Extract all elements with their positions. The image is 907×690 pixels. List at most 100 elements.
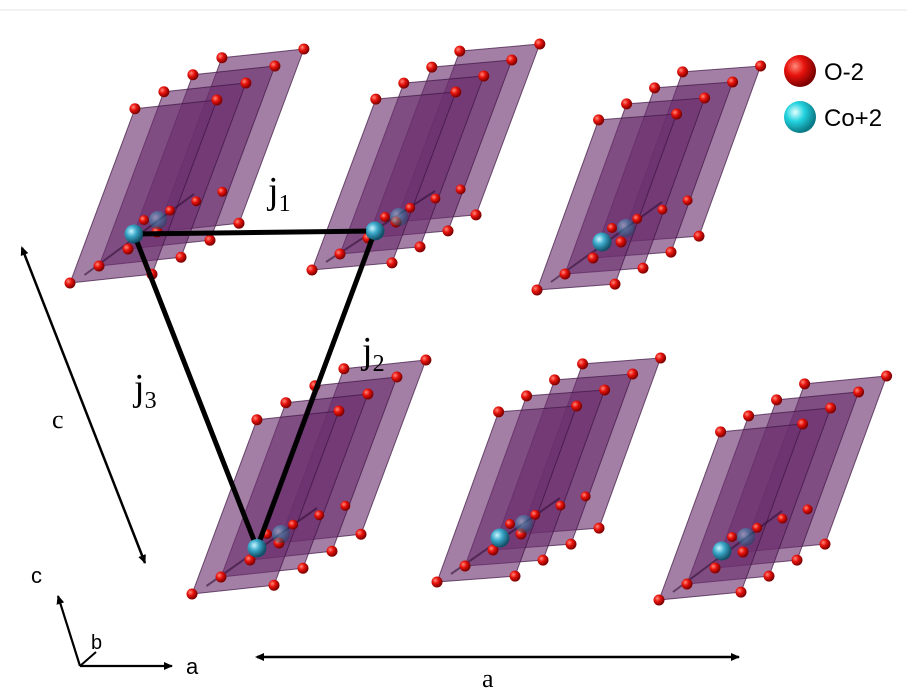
j1-label: j1 <box>266 170 291 217</box>
oxygen-atom <box>715 426 727 438</box>
oxygen-atom <box>326 545 338 557</box>
b-axis-label: b <box>91 632 102 654</box>
a-axis-label: a <box>186 654 199 679</box>
oxygen-atom <box>450 86 462 98</box>
oxygen-atom <box>609 278 621 290</box>
cobalt-atom-j-vertex <box>248 539 266 557</box>
oxygen-atom <box>405 202 416 213</box>
oxygen-atom <box>682 195 693 206</box>
oxygen-atom <box>191 196 202 207</box>
j3-path <box>131 231 260 551</box>
oxygen-atom <box>802 504 813 515</box>
oxygen-atom <box>621 98 633 110</box>
oxygen-atom <box>531 284 543 296</box>
oxygen-atom <box>215 571 227 583</box>
oxygen-atom <box>791 554 803 566</box>
oxygen-atom <box>314 510 325 521</box>
oxygen-atom <box>398 77 410 89</box>
oxygen-atom <box>797 418 809 430</box>
cobalt-atom <box>737 528 755 546</box>
oxygen-atom <box>454 45 466 57</box>
oxygen-atom <box>165 205 176 216</box>
c-dimension-label: c <box>52 405 64 434</box>
legend-cobalt-label: Co+2 <box>824 105 882 132</box>
cobalt-atom <box>390 208 408 226</box>
oxygen-atom <box>530 509 541 520</box>
oxygen-atom <box>414 241 426 253</box>
oxygen-atom <box>64 277 76 289</box>
oxygen-atom <box>122 243 134 255</box>
oxygen-atom <box>727 76 739 88</box>
oxygen-atom <box>777 513 788 524</box>
oxygen-atom <box>743 410 755 422</box>
octahedra-chain <box>64 43 310 289</box>
oxygen-atom <box>442 225 454 237</box>
oxygen-atom <box>268 579 280 591</box>
oxygen-atom <box>430 193 441 204</box>
cobalt-atom <box>272 525 290 543</box>
oxygen-atom <box>306 264 318 276</box>
oxygen-atom <box>280 397 292 409</box>
oxygen-atom <box>580 491 591 502</box>
oxygen-atom <box>334 248 346 260</box>
oxygen-atom <box>251 414 263 426</box>
oxygen-atom <box>593 114 605 126</box>
oxygen-atom <box>129 103 141 115</box>
oxygen-atom <box>269 60 281 72</box>
oxygen-atom <box>186 588 198 600</box>
oxygen-atom <box>391 371 403 383</box>
oxygen-atom <box>139 215 149 225</box>
oxygen-atom <box>426 61 438 73</box>
exchange-paths <box>125 222 384 557</box>
oxygen-atom <box>338 363 350 375</box>
c-dimension-arrow <box>20 246 147 564</box>
oxygen-atom <box>297 562 309 574</box>
j1-path <box>131 228 378 237</box>
oxygen-atom <box>455 184 466 195</box>
oxygen-atom <box>577 358 589 370</box>
oxygen-atom <box>819 538 831 550</box>
oxygen-atom <box>709 562 721 574</box>
oxygen-atom <box>615 236 627 248</box>
j2-path <box>254 228 378 551</box>
oxygen-atom <box>735 586 747 598</box>
oxygen-atom <box>559 268 571 280</box>
oxygen-atom <box>240 77 252 89</box>
oxygen-atom <box>493 406 505 418</box>
oxygen-atom <box>671 108 683 120</box>
oxygen-atom <box>737 546 749 558</box>
a-dimension-label: a <box>482 664 494 690</box>
oxygen-atom <box>653 594 665 606</box>
oxygen-atom <box>755 60 767 72</box>
oxygen-atom <box>355 528 367 540</box>
oxygen-atom <box>487 544 499 556</box>
octahedra-chain <box>306 38 546 276</box>
b-axis-line <box>79 651 97 667</box>
oxygen-atom <box>637 262 649 274</box>
oxygen-atom <box>288 519 299 530</box>
cobalt-atom <box>149 211 167 229</box>
oxygen-atom <box>93 260 105 272</box>
oxygen-atom <box>505 519 515 529</box>
oxygen-atom <box>632 213 643 224</box>
oxygen-atom <box>380 212 390 222</box>
oxygen-atom <box>211 94 223 106</box>
oxygen-atom <box>681 578 693 590</box>
cobalt-atom <box>712 541 732 561</box>
oxygen-atom <box>571 400 583 412</box>
oxygen-atom <box>478 70 490 82</box>
oxygen-atom <box>763 570 775 582</box>
octahedra-chain <box>431 352 667 588</box>
oxygen-atom <box>370 93 382 105</box>
oxygen-atom <box>244 554 256 566</box>
cobalt-legend-icon <box>784 101 816 133</box>
oxygen-atom <box>509 570 521 582</box>
octahedra-chain <box>653 370 893 606</box>
oxygen-atom <box>693 230 705 242</box>
j3-label: j3 <box>132 367 157 414</box>
oxygen-atom <box>506 54 518 66</box>
cobalt-atom <box>490 528 510 548</box>
oxygen-atom <box>677 66 689 78</box>
cobalt-atom <box>592 232 612 252</box>
